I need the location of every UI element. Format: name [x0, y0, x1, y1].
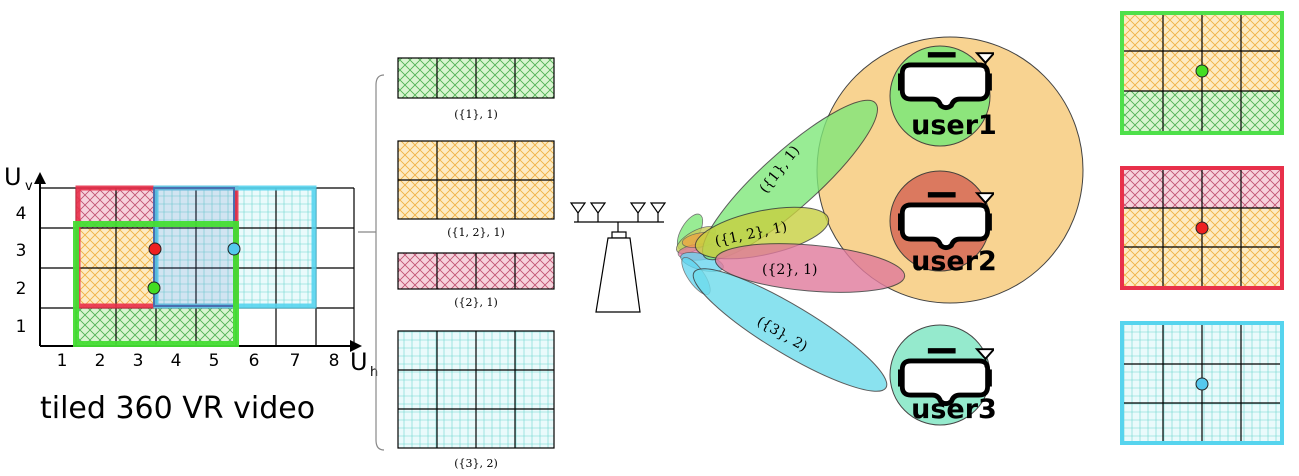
y-tick: 1 [16, 317, 27, 337]
viewport-green-frame [1120, 11, 1284, 135]
x-tick: 2 [95, 351, 106, 371]
cyan-tiles-right [236, 188, 314, 308]
y-tick: 3 [16, 241, 27, 261]
x-tick: 6 [249, 351, 260, 371]
axis-v-subscript: v [25, 179, 33, 194]
user-2-label: user2 [911, 246, 997, 277]
tile-group-2-label: ({1, 2}, 1) [447, 226, 505, 239]
viewport-green-box [73, 221, 239, 347]
viewpoint-red-dot [148, 242, 162, 256]
viewpoint-cyan-dot [227, 242, 241, 256]
beam-3 [714, 243, 906, 293]
viewpoint-cyan-dot [1195, 377, 1209, 391]
viewpoint-red-dot [1195, 221, 1209, 235]
y-tick: 2 [16, 279, 27, 299]
grid-caption: tiled 360 VR video [40, 391, 315, 426]
viewport-red [1120, 166, 1284, 290]
viewport-red-frame [1120, 166, 1284, 290]
user-2: user2 [889, 170, 997, 277]
axis-v-label: U [4, 163, 22, 191]
x-tick: 4 [171, 351, 182, 371]
y-tick-labels: 1 2 3 4 [16, 204, 27, 337]
group-brace [358, 74, 385, 451]
x-tick: 7 [290, 351, 301, 371]
user-3-label: user3 [911, 394, 997, 425]
user-1-label: user1 [911, 110, 997, 141]
user-1: user1 [889, 45, 997, 147]
beam-4 [692, 268, 888, 392]
tile-group-list: ({1}, 1) ({1, 2}, 1) ({2}, 1) ({3}, 2) [397, 57, 555, 470]
viewpoint-green-dot [147, 281, 161, 295]
x-tick-labels: 1 2 3 4 5 6 7 8 [57, 351, 340, 371]
viewport-green [1120, 11, 1284, 135]
viewport-cyan-frame [1120, 321, 1284, 445]
x-tick: 8 [329, 351, 340, 371]
tile-group-3-label: ({2}, 1) [454, 296, 498, 309]
viewpoint-green-dot [1195, 64, 1209, 78]
tile-group-4-label: ({3}, 2) [454, 457, 498, 470]
viewport-cyan [1120, 321, 1284, 445]
x-tick: 5 [209, 351, 220, 371]
overlap-region [153, 187, 235, 307]
x-tick: 1 [57, 351, 68, 371]
beam-3-label: ({2}, 1) [762, 262, 817, 278]
tile-group-1-label: ({1}, 1) [454, 108, 498, 121]
base-station-icon [569, 202, 667, 313]
axis-h-label: U [350, 348, 368, 376]
h-axis-arrow-icon [350, 340, 362, 352]
beam-group: ({1}, 1) ({1, 2}, 1) ({2}, 1) ({3}, 2) [676, 36, 1084, 392]
green-tiles [76, 308, 234, 344]
y-tick: 4 [16, 204, 27, 224]
cyan-tiles-left [156, 188, 234, 308]
tiled-video-grid: U v U h 1 2 3 4 5 6 7 8 1 2 3 4 tiled 36… [4, 163, 378, 426]
v-axis-arrow-icon [34, 172, 46, 184]
axis-h-subscript: h [370, 365, 378, 380]
user-3: user3 [889, 324, 997, 426]
x-tick: 3 [133, 351, 144, 371]
